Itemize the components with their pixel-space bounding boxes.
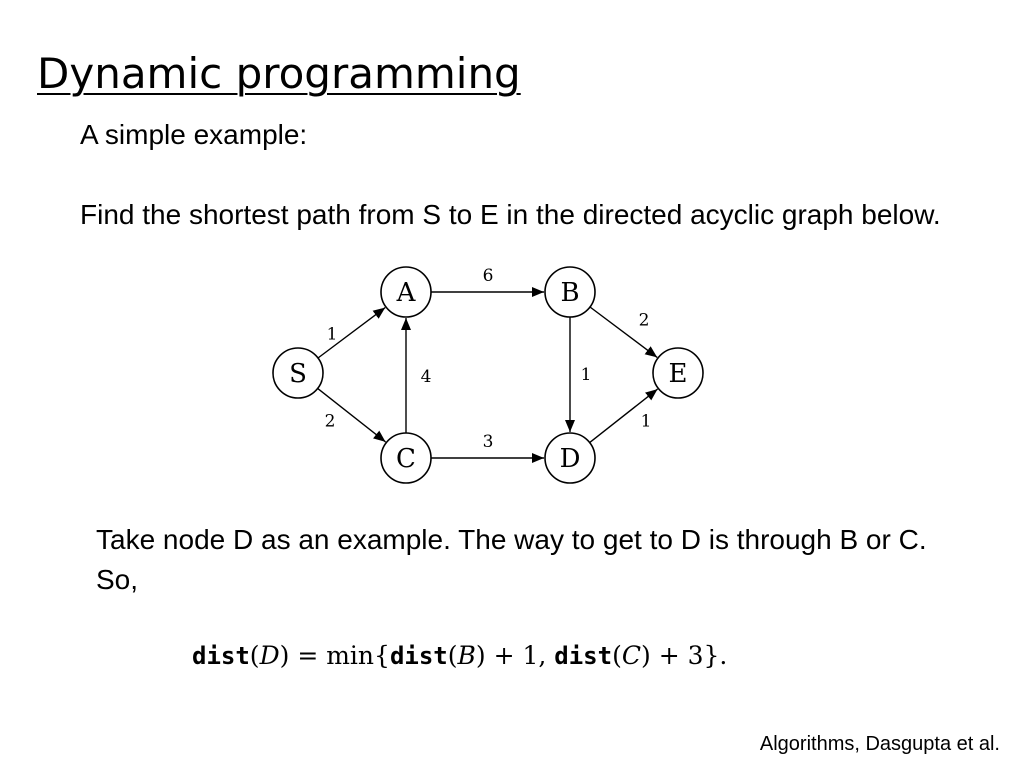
edge-s-a [317, 307, 386, 359]
edge-weight-label: 3 [483, 432, 494, 452]
edge-weight-label: 2 [325, 412, 336, 432]
formula-brace: { [374, 641, 390, 670]
node-label: C [396, 444, 416, 474]
formula-dist-fn: dist [192, 642, 250, 670]
node-circle [544, 266, 596, 318]
slide-title: Dynamic programming [37, 49, 521, 98]
nodes: S A B C D E [272, 266, 704, 484]
node-label: D [560, 444, 581, 474]
formula-var: C [621, 641, 641, 670]
node-a: A [380, 266, 432, 318]
edge-weight-label: 4 [421, 367, 432, 387]
intro-line: A simple example: [80, 119, 308, 150]
recurrence-formula: dist(D) = min{dist(B) + 1, dist(C) + 3}. [192, 641, 728, 670]
edge-weight-label: 1 [581, 365, 592, 385]
node-circle [544, 432, 596, 484]
formula-dist-fn: dist [389, 642, 448, 670]
formula-var: D [259, 641, 280, 670]
node-circle [380, 266, 432, 318]
node-label: A [396, 278, 417, 308]
formula-min: min [326, 641, 375, 670]
formula-brace: } [703, 641, 720, 670]
problem-statement: Find the shortest path from S to E in th… [80, 199, 941, 230]
citation: Algorithms, Dasgupta et al. [759, 733, 1000, 755]
edge-weight-label: 6 [483, 266, 494, 286]
node-s: S [272, 347, 324, 399]
dag-diagram: 1 2 4 6 3 1 2 1 S A B C D E [272, 266, 704, 484]
formula-term: + 3 [650, 641, 704, 670]
edge-weight-label: 2 [639, 311, 650, 331]
intro-text: A simple example: Find the shortest path… [80, 115, 980, 235]
node-c: C [380, 432, 432, 484]
node-circle [380, 432, 432, 484]
formula-equals: = [289, 641, 327, 670]
formula-var: B [457, 641, 476, 670]
node-label: S [289, 359, 307, 389]
edge-weight-label: 1 [641, 412, 652, 432]
edge-b-e [589, 306, 658, 358]
formula-term: + 1, [485, 641, 555, 670]
node-circle [272, 347, 324, 399]
edges: 1 2 4 6 3 1 2 1 [317, 266, 659, 463]
node-label: B [560, 278, 579, 308]
edge-d-e [589, 388, 659, 444]
formula-dist-fn: dist [554, 642, 613, 670]
node-circle [652, 347, 704, 399]
edge-s-c [317, 387, 387, 443]
node-d: D [544, 432, 596, 484]
node-b: B [544, 266, 596, 318]
node-label: E [669, 359, 688, 389]
formula-period: . [719, 641, 728, 670]
edge-weight-label: 1 [327, 325, 338, 345]
explanation-text: Take node D as an example. The way to ge… [96, 524, 927, 595]
node-e: E [652, 347, 704, 399]
